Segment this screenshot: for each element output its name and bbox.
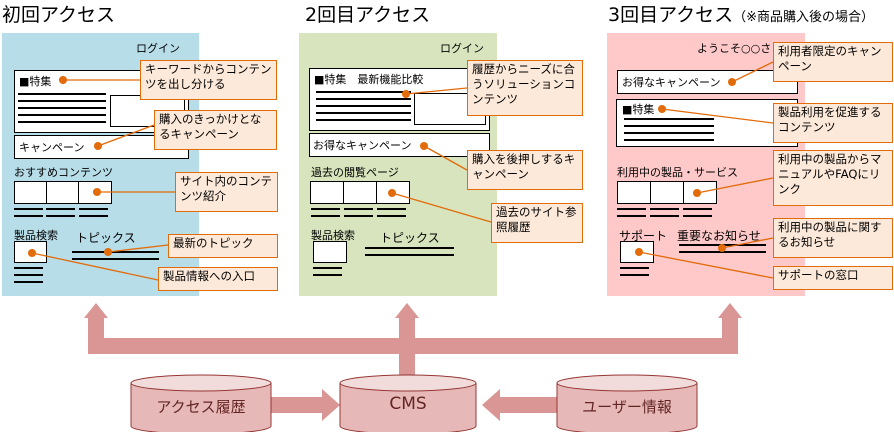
callout: 利用中の製品からマニュアルやFAQにリンク xyxy=(773,150,893,206)
callout: 購入を後押しするキャンペーン xyxy=(467,150,583,190)
db-access-history: アクセス履歴 xyxy=(156,398,246,416)
title-first-access: 初回アクセス xyxy=(2,4,116,26)
search-label: 製品検索 xyxy=(311,229,355,242)
topics-label: トピックス xyxy=(380,231,440,245)
callout: 利用者限定のキャンペーン xyxy=(773,42,893,82)
welcome-text: ようこそ○○さま xyxy=(697,42,783,55)
callout: 購入のきっかけとなるキャンペーン xyxy=(154,110,277,150)
recommended-label: おすすめコンテンツ xyxy=(14,166,113,179)
search-box[interactable] xyxy=(14,241,47,263)
campaign-label: お得なキャンペーン xyxy=(622,76,721,89)
search-label: 製品検索 xyxy=(14,229,58,242)
campaign-label: キャンペーン xyxy=(19,141,85,154)
db-user-info: ユーザー情報 xyxy=(582,398,672,416)
feature-label: ■特集 最新機能比較 xyxy=(314,73,424,86)
news-label: 重要なお知らせ xyxy=(677,229,761,243)
products-label: 利用中の製品・サービス xyxy=(617,166,738,179)
feature-label: ■特集 xyxy=(19,75,52,88)
callout: 製品情報への入口 xyxy=(158,267,278,291)
title-third-access: 3回目アクセス（※商品購入後の場合） xyxy=(608,4,875,26)
callout: 過去のサイト参照履歴 xyxy=(491,203,583,243)
callout: 最新のトピック xyxy=(168,234,278,258)
callout: サポートの窓口 xyxy=(773,266,893,290)
campaign-label: お得なキャンペーン xyxy=(313,139,412,152)
callout: 利用中の製品に関するお知らせ xyxy=(773,218,893,258)
login-link[interactable]: ログイン xyxy=(440,42,484,55)
db-cms: CMS xyxy=(389,394,427,414)
feature-label: ■特集 xyxy=(622,103,655,116)
title-second-access: 2回目アクセス xyxy=(305,4,431,26)
support-box[interactable] xyxy=(620,241,654,263)
callout: 製品利用を促進するコンテンツ xyxy=(773,103,893,143)
search-box[interactable] xyxy=(313,241,347,263)
callout: キーワードからコンテンツを出し分ける xyxy=(140,60,277,100)
topics-label: トピックス xyxy=(76,231,136,245)
login-link[interactable]: ログイン xyxy=(136,42,180,55)
callout: サイト内のコンテンツ紹介 xyxy=(175,172,278,212)
support-label: サポート xyxy=(619,229,668,243)
callout: 履歴からニーズに合うソリューションコンテンツ xyxy=(467,60,583,116)
history-label: 過去の閲覧ページ xyxy=(311,166,399,179)
